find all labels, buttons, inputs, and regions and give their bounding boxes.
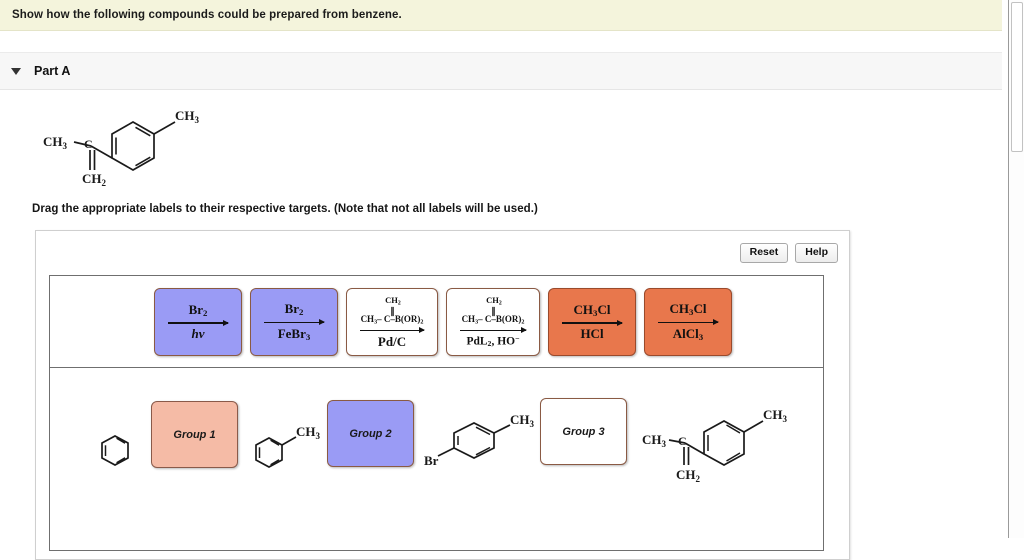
question-prompt-text: Show how the following compounds could b… [12,9,402,21]
molecule-isopropenyltoluene: CH3 CH3 C CH2 [642,398,812,498]
svg-text:CH3: CH3 [175,108,200,125]
svg-text:CH2: CH2 [676,467,701,484]
bromotoluene-svg: Br CH3 [424,412,535,468]
reagent-above-label: CH3Cl [573,301,611,319]
svg-text:CH2: CH2 [82,171,107,188]
svg-text:CH3: CH3 [763,407,788,424]
triangle-down-icon[interactable] [11,67,21,75]
reagent-below-label: FeBr3 [277,325,311,342]
molecule-benzene [94,430,136,480]
reset-button[interactable]: Reset [739,243,789,263]
molecule-toluene: CH3 [248,423,330,483]
toluene-svg: CH3 [255,424,321,468]
reagent-below-label: Pd/C [377,333,407,349]
drag-drop-activity-panel: Reset Help Br2 hν Br2 FeBr3 [35,230,850,560]
svg-text:CH3: CH3 [642,432,667,449]
boronate-chain-label: CH3– C–B(OR)2 [461,313,525,326]
reagent-br2-hv-content: Br2 hν [155,301,241,342]
reaction-arrow-icon [263,318,326,326]
boronate-ch2-label: CH2 [385,295,401,307]
reaction-arrow-icon [167,319,230,326]
reagent-br2-febr3-content: Br2 FeBr3 [251,301,337,342]
group-3-label: Group 3 [562,425,605,438]
reagent-tile-ch3cl-alcl3[interactable]: CH3Cl AlCl3 [644,288,732,356]
reagent-below-label: AlCl3 [672,325,704,342]
boronate-chain-label: CH3– C–B(OR)2 [360,313,424,326]
question-prompt-banner: Show how the following compounds could b… [0,0,1002,31]
double-bond-icon: ∥ [491,305,496,316]
drop-target-group-2[interactable]: Group 2 [327,400,414,467]
reagent-label-bank: Br2 hν Br2 FeBr3 CH2 ∥ CH3– C–B(OR)2 [50,276,823,368]
reagent-tile-br2-febr3[interactable]: Br2 FeBr3 [250,288,338,356]
reagent-boronate-pd-c-content: CH2 ∥ CH3– C–B(OR)2 Pd/C [347,295,437,349]
reagent-tile-boronate-pd-c[interactable]: CH2 ∥ CH3– C–B(OR)2 Pd/C [346,288,438,356]
isopropenyltoluene-svg: CH3 CH3 C CH2 [43,108,200,188]
drop-target-group-3[interactable]: Group 3 [540,398,627,465]
svg-text:C: C [84,137,93,151]
svg-text:CH3: CH3 [510,412,535,429]
reagent-above-label: CH3Cl [669,301,707,318]
reagent-below-label: HCl [580,326,604,342]
help-button[interactable]: Help [795,243,838,263]
benzene-svg [101,435,129,466]
reagent-tile-br2-hv[interactable]: Br2 hν [154,288,242,356]
reaction-arrow-icon [360,326,425,334]
drag-workspace: Br2 hν Br2 FeBr3 CH2 ∥ CH3– C–B(OR)2 [49,275,824,551]
double-bond-icon: ∥ [390,305,395,316]
svg-text:CH3: CH3 [296,424,321,441]
drag-instruction-text: Drag the appropriate labels to their res… [32,203,538,215]
svg-text:CH3: CH3 [43,134,68,151]
page-scrollbar-track[interactable] [1008,0,1024,538]
target-molecule-structure: CH3 CH3 C CH2 [34,98,234,193]
reagent-tile-boronate-pdl2-ho[interactable]: CH2 ∥ CH3– C–B(OR)2 PdL2, HO− [446,288,540,356]
svg-text:Br: Br [424,453,439,468]
reagent-below-label: hν [191,326,205,342]
page-scrollbar-thumb[interactable] [1011,2,1023,152]
reagent-ch3cl-hcl-content: CH3Cl HCl [549,301,635,342]
isopropenyltoluene-option-svg: CH3 CH3 C CH2 [642,407,788,484]
molecule-target-row: Group 1 CH3 Group 2 [50,368,823,550]
reagent-above-label: Br2 [188,301,208,319]
reaction-arrow-icon [561,319,624,326]
group-1-label: Group 1 [173,428,216,441]
reagent-below-label: PdL2, HO− [466,333,520,348]
group-2-label: Group 2 [349,427,392,440]
reagent-ch3cl-alcl3-content: CH3Cl AlCl3 [645,301,731,342]
drop-target-group-1[interactable]: Group 1 [151,401,238,468]
reagent-above-label: Br2 [284,301,304,318]
reagent-tile-ch3cl-hcl[interactable]: CH3Cl HCl [548,288,636,356]
part-a-header[interactable]: Part A [0,52,1002,90]
molecule-4-bromotoluene: Br CH3 [424,410,544,480]
panel-toolbar: Reset Help [739,243,838,263]
part-title: Part A [34,64,71,78]
svg-text:C: C [678,434,687,448]
reagent-boronate-pdl2-ho-content: CH2 ∥ CH3– C–B(OR)2 PdL2, HO− [447,296,539,347]
reaction-arrow-icon [657,318,720,326]
boronate-ch2-label: CH2 [486,295,502,307]
reaction-arrow-icon [460,326,527,334]
